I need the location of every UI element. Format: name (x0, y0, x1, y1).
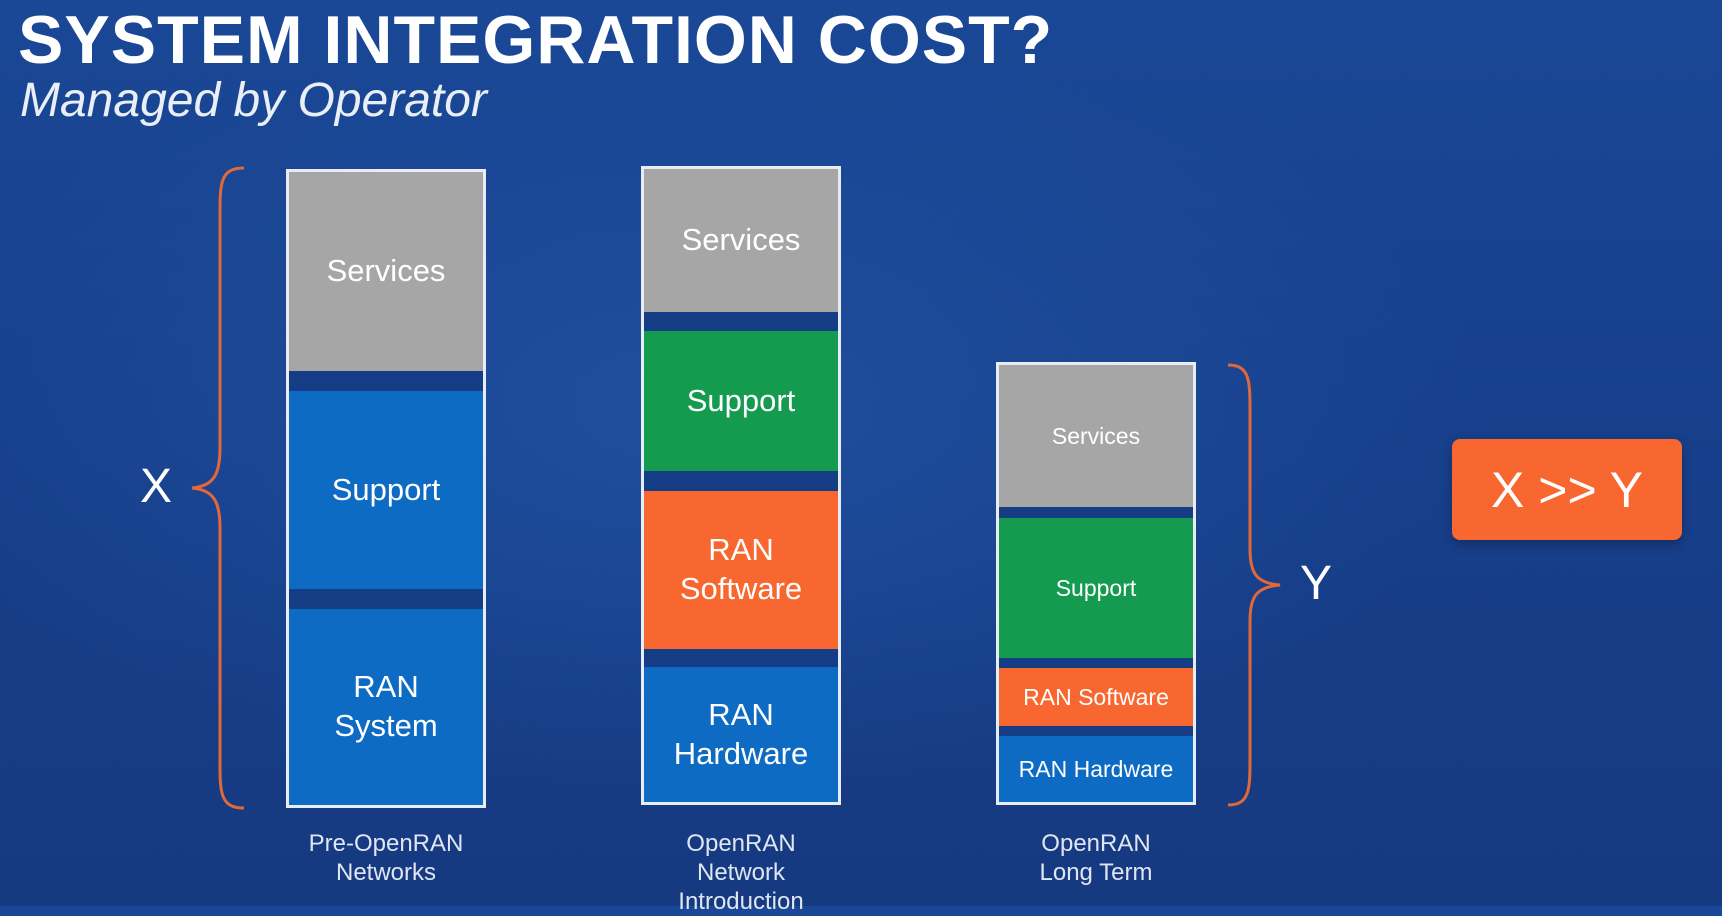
block-services: Services (999, 365, 1193, 507)
slide-subtitle: Managed by Operator (20, 74, 487, 127)
label-openran-introduction: OpenRAN Network Introduction (678, 830, 804, 915)
block-services: Services (289, 172, 483, 371)
label-openran-long-term: OpenRAN Long Term (1039, 830, 1153, 886)
stack-pre-openran: Services Support RAN System (286, 169, 486, 808)
y-label: Y (1300, 557, 1333, 610)
comparison-callout: X >> Y (1452, 439, 1682, 540)
block-support: Support (999, 518, 1193, 658)
right-brace (1227, 363, 1281, 807)
block-ran-hardware: RAN Hardware (644, 667, 838, 802)
block-support: Support (644, 331, 838, 471)
left-brace (191, 166, 245, 810)
block-ran-software: RAN Software (644, 491, 838, 649)
block-support: Support (289, 391, 483, 589)
slide-title: SYSTEM INTEGRATION COST? (18, 2, 1054, 78)
block-ran-system: RAN System (289, 609, 483, 805)
stack-openran-long-term: Services Support RAN Software RAN Hardwa… (996, 362, 1196, 805)
block-ran-software: RAN Software (999, 668, 1193, 726)
x-label: X (140, 460, 173, 513)
block-services: Services (644, 169, 838, 312)
block-ran-hardware: RAN Hardware (999, 736, 1193, 802)
stack-openran-introduction: Services Support RAN Software RAN Hardwa… (641, 166, 841, 805)
label-pre-openran: Pre-OpenRAN Networks (308, 830, 464, 886)
